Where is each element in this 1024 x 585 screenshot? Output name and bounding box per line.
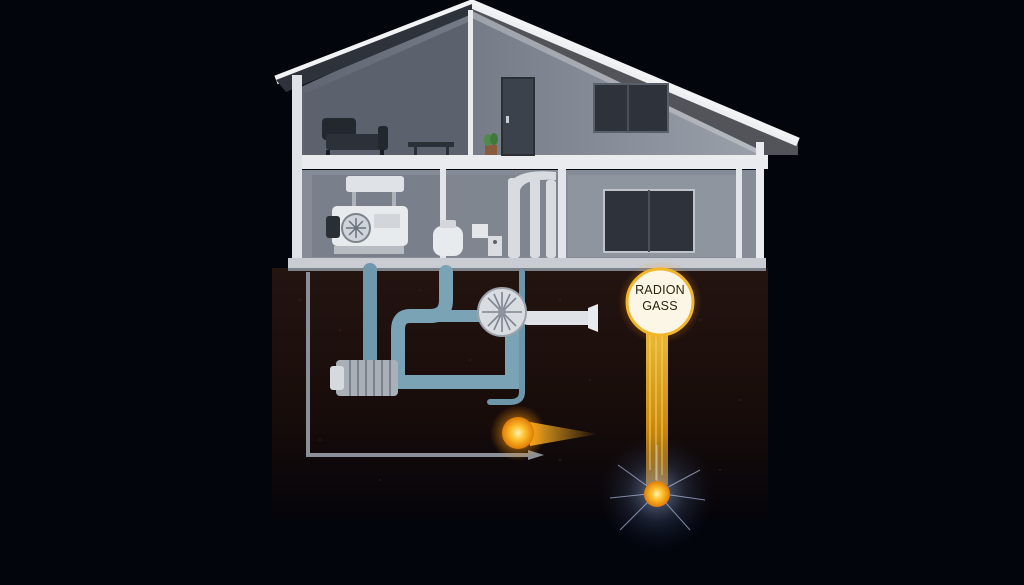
right-exterior-post-1 (736, 169, 742, 259)
roof-left-dark (276, 4, 472, 92)
roof-right-edge (472, 4, 798, 155)
door-icon (501, 77, 535, 156)
fan-icon (477, 287, 527, 337)
vertical-vent-pipes (508, 171, 556, 258)
hvac-unit-icon (326, 176, 408, 254)
table-icon (408, 142, 454, 155)
plant-icon (484, 133, 498, 155)
upper-floor-slab (292, 155, 768, 169)
radon-source-icon (490, 405, 598, 461)
control-panel-icon (472, 224, 502, 256)
window-icon (593, 83, 669, 133)
radon-gas-label: RADION GASS (635, 283, 685, 313)
central-wall-divider (468, 10, 473, 158)
soil-texture (298, 288, 742, 482)
armchair-icon (322, 118, 388, 155)
radon-bottom-core (644, 481, 670, 507)
left-exterior-post (292, 75, 302, 260)
ground-floor-slab-shadow (288, 268, 766, 271)
water-tank-icon (433, 220, 463, 256)
mitigation-pipes (363, 263, 597, 405)
lower-divider-2 (558, 169, 566, 259)
vent-outlet (588, 304, 598, 332)
filter-canister-icon (330, 360, 398, 396)
foundation-outline (306, 272, 530, 457)
right-exterior-post-2 (756, 142, 764, 260)
radon-callout-bubble (625, 267, 695, 337)
lower-divider-1 (440, 169, 446, 259)
lower-window-icon (603, 189, 695, 253)
